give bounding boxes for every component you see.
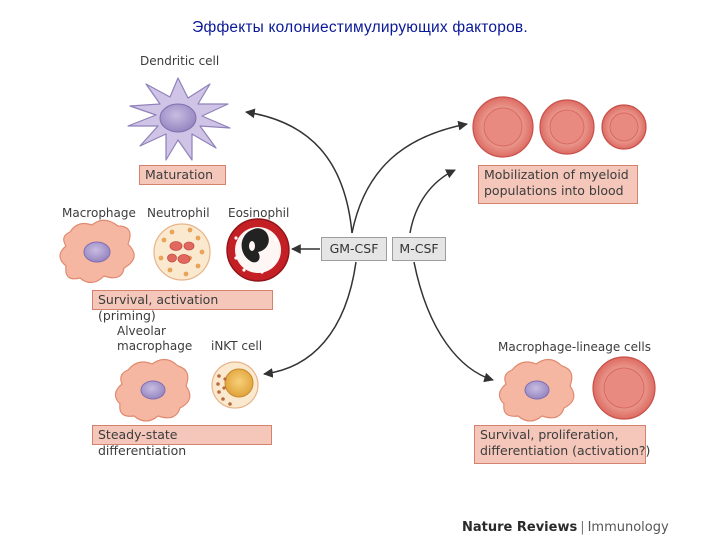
eosinophil-icon bbox=[226, 218, 290, 282]
macrophage-icon bbox=[59, 219, 135, 284]
m-csf-box: M-CSF bbox=[392, 237, 446, 261]
journal-credit: Nature Reviews|Immunology bbox=[462, 520, 669, 535]
arrow-to-tissue bbox=[263, 261, 357, 378]
dendritic-cell-label: Dendritic cell bbox=[140, 54, 220, 68]
credit-separator: | bbox=[580, 520, 585, 535]
maturation-box: Maturation bbox=[139, 165, 226, 185]
dendritic-cell-icon bbox=[127, 77, 231, 161]
mobilization-box: Mobilization of myeloid populations into… bbox=[478, 165, 638, 204]
alveolar-macrophage-icon bbox=[114, 358, 191, 422]
survival-activation-box: Survival, activation (priming) bbox=[92, 290, 273, 323]
effect-arrows bbox=[245, 108, 494, 383]
slide-title: Эффекты колониестимулирующих факторов. bbox=[192, 19, 528, 36]
arrow-to-myeloid bbox=[351, 120, 468, 234]
myeloid-cells-icon bbox=[472, 96, 647, 158]
macrophage-label: Macrophage bbox=[62, 206, 136, 220]
macrophage-lineage-icon bbox=[498, 356, 656, 422]
inkt-cell-label: iNKT cell bbox=[211, 339, 263, 353]
survival-proliferation-box: Survival, proliferation, differentiation… bbox=[474, 425, 650, 464]
neutrophil-icon bbox=[153, 223, 211, 281]
journal-section: Immunology bbox=[587, 520, 669, 535]
inkt-cell-icon bbox=[211, 361, 259, 409]
alveolar-macrophage-label: Alveolar macrophage bbox=[117, 324, 193, 353]
arrow-to-dendritic bbox=[245, 108, 353, 234]
eosinophil-label: Eosinophil bbox=[228, 206, 290, 220]
arrow-to-lineage bbox=[413, 261, 494, 383]
macrophage-lineage-label: Macrophage-lineage cells bbox=[498, 340, 651, 354]
steady-state-box: Steady-state differentiation bbox=[92, 425, 272, 458]
neutrophil-label: Neutrophil bbox=[147, 206, 210, 220]
arrow-to-myeloid-2 bbox=[409, 169, 456, 234]
gm-csf-box: GM-CSF bbox=[321, 237, 387, 261]
journal-name: Nature Reviews bbox=[462, 520, 578, 535]
